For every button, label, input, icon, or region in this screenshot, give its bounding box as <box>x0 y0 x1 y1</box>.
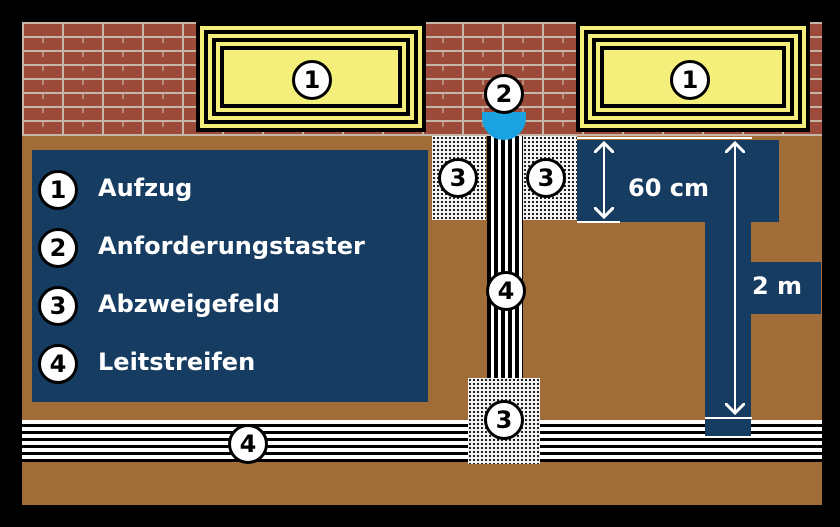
marker-request-button: 2 <box>484 74 524 114</box>
legend-label: Anforderungstaster <box>98 232 365 260</box>
dimension-label-box <box>751 262 821 314</box>
legend-label: Abzweigefeld <box>98 290 280 318</box>
marker-elevator-left: 1 <box>292 60 332 100</box>
legend-number: 3 <box>38 286 78 326</box>
dimension-2m-label: 2 m <box>752 272 803 300</box>
elevator-right: 1 <box>576 22 810 132</box>
guide-strip-vertical <box>487 136 523 378</box>
guide-strip-horizontal <box>22 420 822 462</box>
marker-strip-horizontal: 4 <box>228 424 268 464</box>
legend-number: 1 <box>38 170 78 210</box>
marker-elevator-right: 1 <box>670 60 710 100</box>
legend-number: 2 <box>38 228 78 268</box>
marker-branch-bottom: 3 <box>484 400 524 440</box>
legend-label: Leitstreifen <box>98 348 256 376</box>
elevator-left: 1 <box>196 22 426 132</box>
legend-number: 4 <box>38 344 78 384</box>
dimension-60cm-label: 60 cm <box>628 174 709 202</box>
marker-branch-left: 3 <box>438 158 478 198</box>
marker-strip-vertical: 4 <box>486 271 526 311</box>
marker-branch-right: 3 <box>526 158 566 198</box>
legend-label: Aufzug <box>98 174 193 202</box>
legend-panel: 1 Aufzug 2 Anforderungstaster 3 Abzweige… <box>32 150 428 402</box>
floor-plan: 1 1 1 Aufzug 2 Anforderungstaster 3 Abzw… <box>22 22 822 505</box>
dimension-arrows <box>577 137 752 419</box>
